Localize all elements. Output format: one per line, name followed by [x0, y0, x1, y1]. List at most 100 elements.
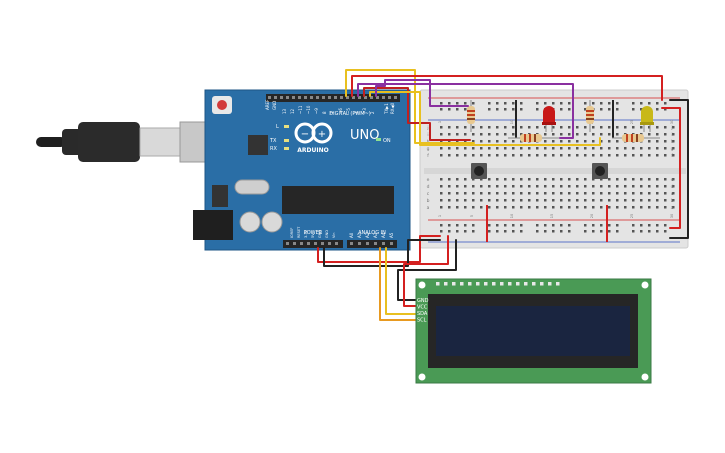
bb-hole [640, 230, 643, 233]
bb-hole [664, 199, 667, 202]
bb-hole [464, 108, 467, 111]
bb-hole [656, 102, 659, 105]
bb-row-letter: b [671, 198, 674, 204]
lcd-pin [508, 282, 512, 286]
bb-hole [592, 102, 595, 105]
bb-hole [544, 126, 547, 129]
led-tx [284, 139, 289, 142]
bb-hole [608, 224, 611, 227]
bb-hole [664, 230, 667, 233]
wires [317, 69, 689, 321]
bb-hole [544, 154, 547, 157]
analog-pin-label: A3 [373, 232, 378, 238]
on-led-label: ON [383, 138, 391, 144]
bb-hole [608, 154, 611, 157]
bb-hole [592, 126, 595, 129]
bb-hole [456, 224, 459, 227]
bb-hole [512, 206, 515, 209]
bb-hole [648, 133, 651, 136]
bb-hole [592, 206, 595, 209]
bb-hole [488, 224, 491, 227]
bb-hole [584, 185, 587, 188]
bb-hole [480, 192, 483, 195]
bb-hole [648, 185, 651, 188]
bb-hole [552, 102, 555, 105]
bb-hole [632, 108, 635, 111]
bb-hole [496, 224, 499, 227]
usb-plug-body [78, 122, 140, 162]
bb-hole [448, 147, 451, 150]
bb-hole [560, 147, 563, 150]
power-header-title: POWER [304, 230, 323, 236]
bb-hole [664, 154, 667, 157]
bb-hole [440, 178, 443, 181]
bb-hole [512, 126, 515, 129]
bb-hole [440, 108, 443, 111]
lcd-pin [548, 282, 552, 286]
bb-hole [488, 230, 491, 233]
bb-hole [632, 178, 635, 181]
bb-hole [520, 199, 523, 202]
bb-hole [600, 192, 603, 195]
bb-hole [512, 192, 515, 195]
bb-hole [584, 206, 587, 209]
header-pin [334, 96, 337, 99]
bb-hole [440, 102, 443, 105]
bb-hole [528, 147, 531, 150]
bb-hole [552, 192, 555, 195]
bb-hole [592, 230, 595, 233]
bb-hole [584, 178, 587, 181]
bb-row-letter: f [671, 153, 673, 159]
bb-hole [600, 206, 603, 209]
lcd-pin [500, 282, 504, 286]
bb-hole [544, 185, 547, 188]
bb-hole [552, 199, 555, 202]
bb-hole [448, 199, 451, 202]
bb-hole [568, 140, 571, 143]
bb-hole [656, 185, 659, 188]
bb-hole [480, 140, 483, 143]
bb-row-letter: h [671, 139, 674, 145]
bb-hole [536, 224, 539, 227]
bb-row-letter: c [671, 192, 674, 197]
bb-hole [504, 224, 507, 227]
bb-hole [616, 199, 619, 202]
bb-hole [488, 206, 491, 209]
bb-hole [664, 102, 667, 105]
bb-hole [472, 126, 475, 129]
bb-hole [504, 199, 507, 202]
bb-hole [560, 206, 563, 209]
bb-hole [456, 192, 459, 195]
bb-hole [672, 185, 675, 188]
bb-hole [624, 178, 627, 181]
bb-hole [632, 154, 635, 157]
bb-hole [512, 108, 515, 111]
resistor-2 [586, 100, 594, 132]
bb-hole [512, 133, 515, 136]
bb-hole [528, 126, 531, 129]
bb-hole [536, 178, 539, 181]
bb-hole [592, 185, 595, 188]
bb-hole [648, 230, 651, 233]
wire-black-right [669, 99, 689, 239]
bb-hole [496, 133, 499, 136]
bb-hole [640, 199, 643, 202]
digital-pin-label: 4 [354, 111, 359, 114]
resistor-3 [508, 134, 562, 142]
bb-hole [448, 178, 451, 181]
bb-hole [504, 206, 507, 209]
bb-hole [456, 147, 459, 150]
bb-row-letter: i [427, 132, 428, 138]
bb-hole [480, 154, 483, 157]
bb-hole [528, 178, 531, 181]
board-model: UNO [350, 128, 379, 143]
bb-hole [544, 230, 547, 233]
bb-hole [600, 154, 603, 157]
bb-hole [504, 133, 507, 136]
bb-hole [496, 154, 499, 157]
bb-hole [648, 192, 651, 195]
bb-hole [664, 178, 667, 181]
bb-hole [672, 154, 675, 157]
bb-hole [648, 206, 651, 209]
